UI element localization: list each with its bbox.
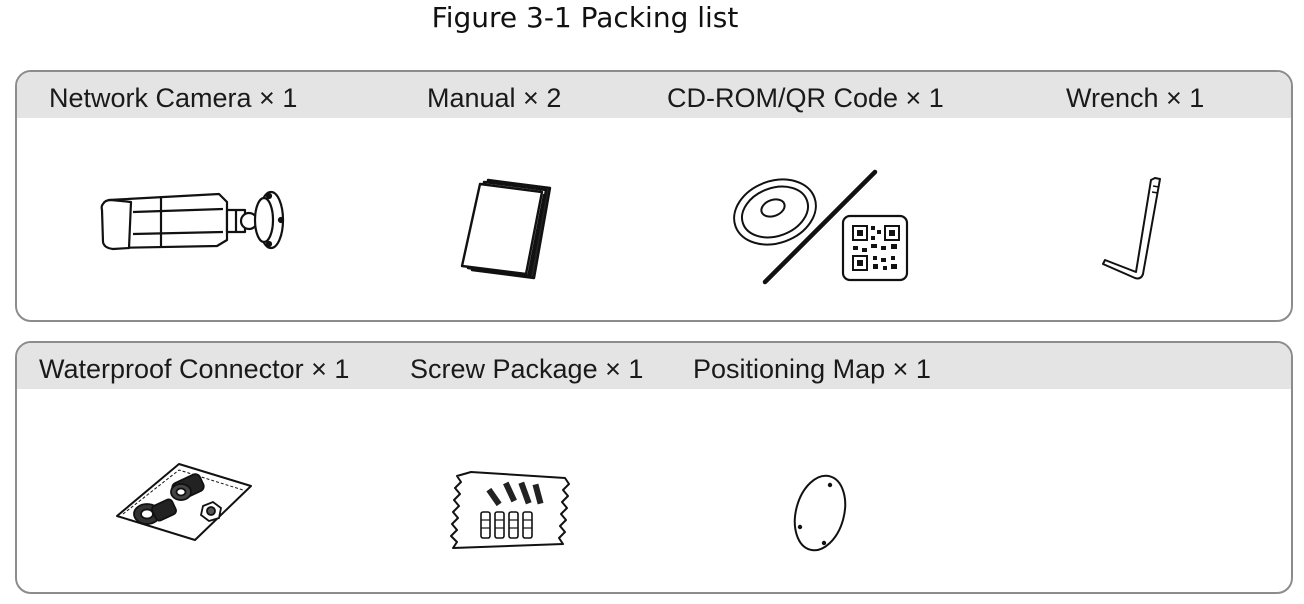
- positioning-map-icon: [790, 471, 850, 556]
- network-camera-icon: [99, 182, 289, 262]
- figure-title: Figure 3-1 Packing list: [431, 1, 739, 34]
- row-1-header: [17, 72, 1291, 118]
- item-label-screw-package: Screw Package × 1: [410, 354, 644, 384]
- item-label-manual: Manual × 2: [427, 83, 562, 113]
- waterproof-connector-icon: [113, 458, 263, 543]
- cd-rom-qr-code-icon: [727, 164, 917, 289]
- item-label-waterproof-connector: Waterproof Connector × 1: [39, 354, 350, 384]
- screw-package-icon: [447, 468, 577, 553]
- item-label-network-camera: Network Camera × 1: [49, 83, 298, 113]
- packing-list-row-2: Waterproof Connector × 1 Screw Package ×…: [15, 341, 1293, 594]
- item-label-positioning-map: Positioning Map × 1: [693, 354, 931, 384]
- packing-list-row-1: Network Camera × 1 Manual × 2 CD-ROM/QR …: [15, 70, 1293, 322]
- wrench-icon: [1099, 172, 1179, 287]
- row-2-header: [17, 343, 1291, 389]
- item-label-wrench: Wrench × 1: [1066, 83, 1205, 113]
- item-label-cd-rom-qr-code: CD-ROM/QR Code × 1: [667, 83, 944, 113]
- manual-icon: [454, 172, 554, 282]
